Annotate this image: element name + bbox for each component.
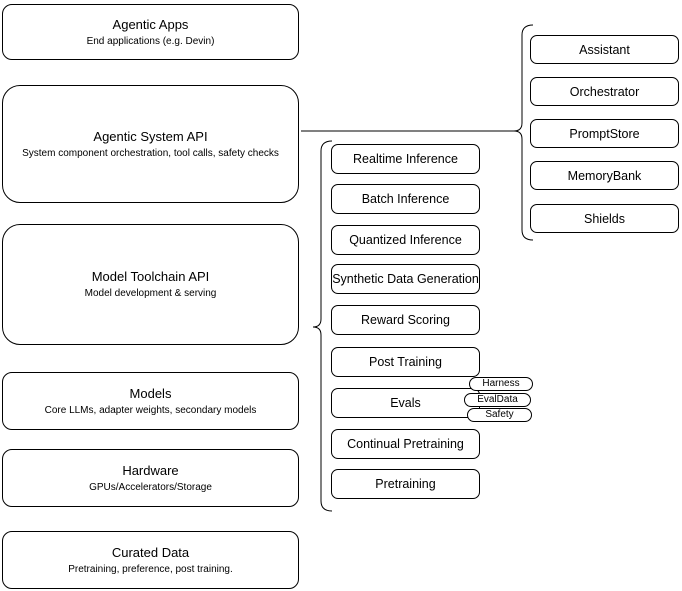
node-label: Evals: [390, 396, 421, 410]
node-label: Realtime Inference: [353, 152, 458, 166]
node-title: Curated Data: [111, 544, 190, 560]
node-subtitle: System component orchestration, tool cal…: [22, 147, 279, 159]
node-curated-data: Curated Data Pretraining, preference, po…: [2, 531, 299, 589]
node-quantized-inference: Quantized Inference: [331, 225, 480, 255]
node-hardware: Hardware GPUs/Accelerators/Storage: [2, 449, 299, 507]
node-label: Synthetic Data Generation: [332, 272, 479, 286]
node-subtitle: Pretraining, preference, post training.: [68, 563, 233, 575]
node-orchestrator: Orchestrator: [530, 77, 679, 106]
node-synthetic-data-generation: Synthetic Data Generation: [331, 264, 480, 294]
node-continual-pretraining: Continual Pretraining: [331, 429, 480, 459]
node-title: Models: [129, 385, 172, 401]
node-subtitle: End applications (e.g. Devin): [86, 35, 215, 47]
node-promptstore: PromptStore: [530, 119, 679, 148]
tag-label: Safety: [485, 409, 514, 420]
node-label: MemoryBank: [567, 168, 642, 183]
node-label: Shields: [584, 211, 625, 226]
node-title: Model Toolchain API: [91, 269, 210, 284]
node-agentic-apps: Agentic Apps End applications (e.g. Devi…: [2, 4, 299, 60]
node-memorybank: MemoryBank: [530, 161, 679, 190]
toolchain-components-brace: [312, 140, 333, 512]
node-batch-inference: Batch Inference: [331, 184, 480, 214]
node-subtitle: Model development & serving: [84, 288, 217, 299]
node-subtitle: Core LLMs, adapter weights, secondary mo…: [44, 404, 257, 416]
node-models: Models Core LLMs, adapter weights, secon…: [2, 372, 299, 430]
tag-harness: Harness: [469, 377, 533, 391]
node-label: Continual Pretraining: [347, 437, 464, 451]
node-label: Batch Inference: [361, 192, 450, 206]
node-agentic-system-api: Agentic System API System component orch…: [2, 85, 299, 203]
node-label: Orchestrator: [569, 84, 640, 99]
tag-safety: Safety: [467, 408, 532, 422]
node-title: Hardware: [122, 462, 179, 478]
node-shields: Shields: [530, 204, 679, 233]
node-label: PromptStore: [569, 126, 640, 141]
node-title: Agentic System API: [93, 128, 208, 144]
node-subtitle: GPUs/Accelerators/Storage: [89, 481, 212, 493]
node-label: Post Training: [369, 355, 442, 369]
node-label: Quantized Inference: [349, 233, 462, 247]
node-evals: Evals: [331, 388, 480, 418]
node-post-training: Post Training: [331, 347, 480, 377]
node-assistant: Assistant: [530, 35, 679, 64]
node-pretraining: Pretraining: [331, 469, 480, 499]
node-model-toolchain-api: Model Toolchain API Model development & …: [2, 224, 299, 345]
node-reward-scoring: Reward Scoring: [331, 305, 480, 335]
node-realtime-inference: Realtime Inference: [331, 144, 480, 174]
node-label: Assistant: [579, 42, 630, 57]
tag-label: Harness: [482, 378, 520, 389]
tag-evaldata: EvalData: [464, 393, 531, 407]
tag-label: EvalData: [477, 394, 518, 405]
node-label: Reward Scoring: [361, 313, 450, 327]
node-label: Pretraining: [375, 477, 436, 491]
node-title: Agentic Apps: [112, 16, 189, 32]
